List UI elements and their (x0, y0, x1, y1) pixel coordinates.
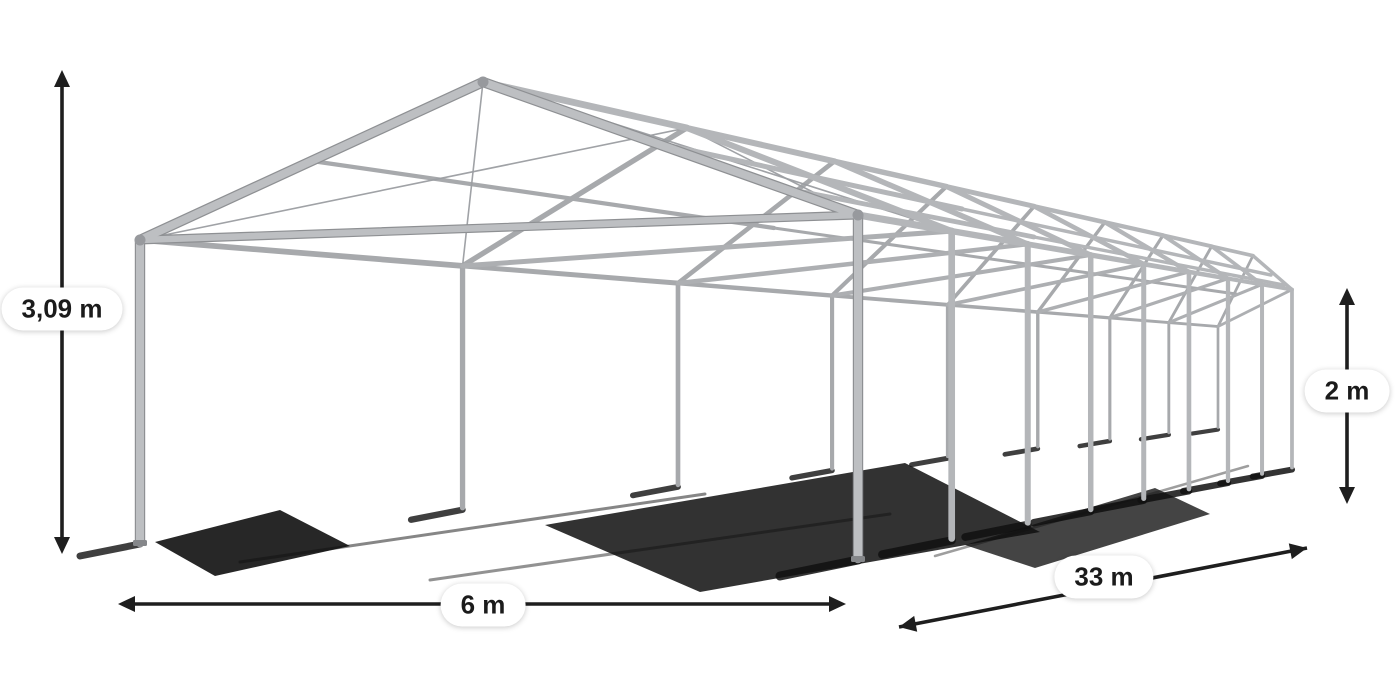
length-label: 33 m (1054, 555, 1154, 599)
side-height-label: 2 m (1304, 369, 1390, 413)
tent-frame-wireframe (133, 76, 1294, 564)
total-height-label: 3,09 m (1, 287, 123, 331)
width-label: 6 m (440, 583, 526, 627)
ground-shadows (76, 427, 1295, 592)
